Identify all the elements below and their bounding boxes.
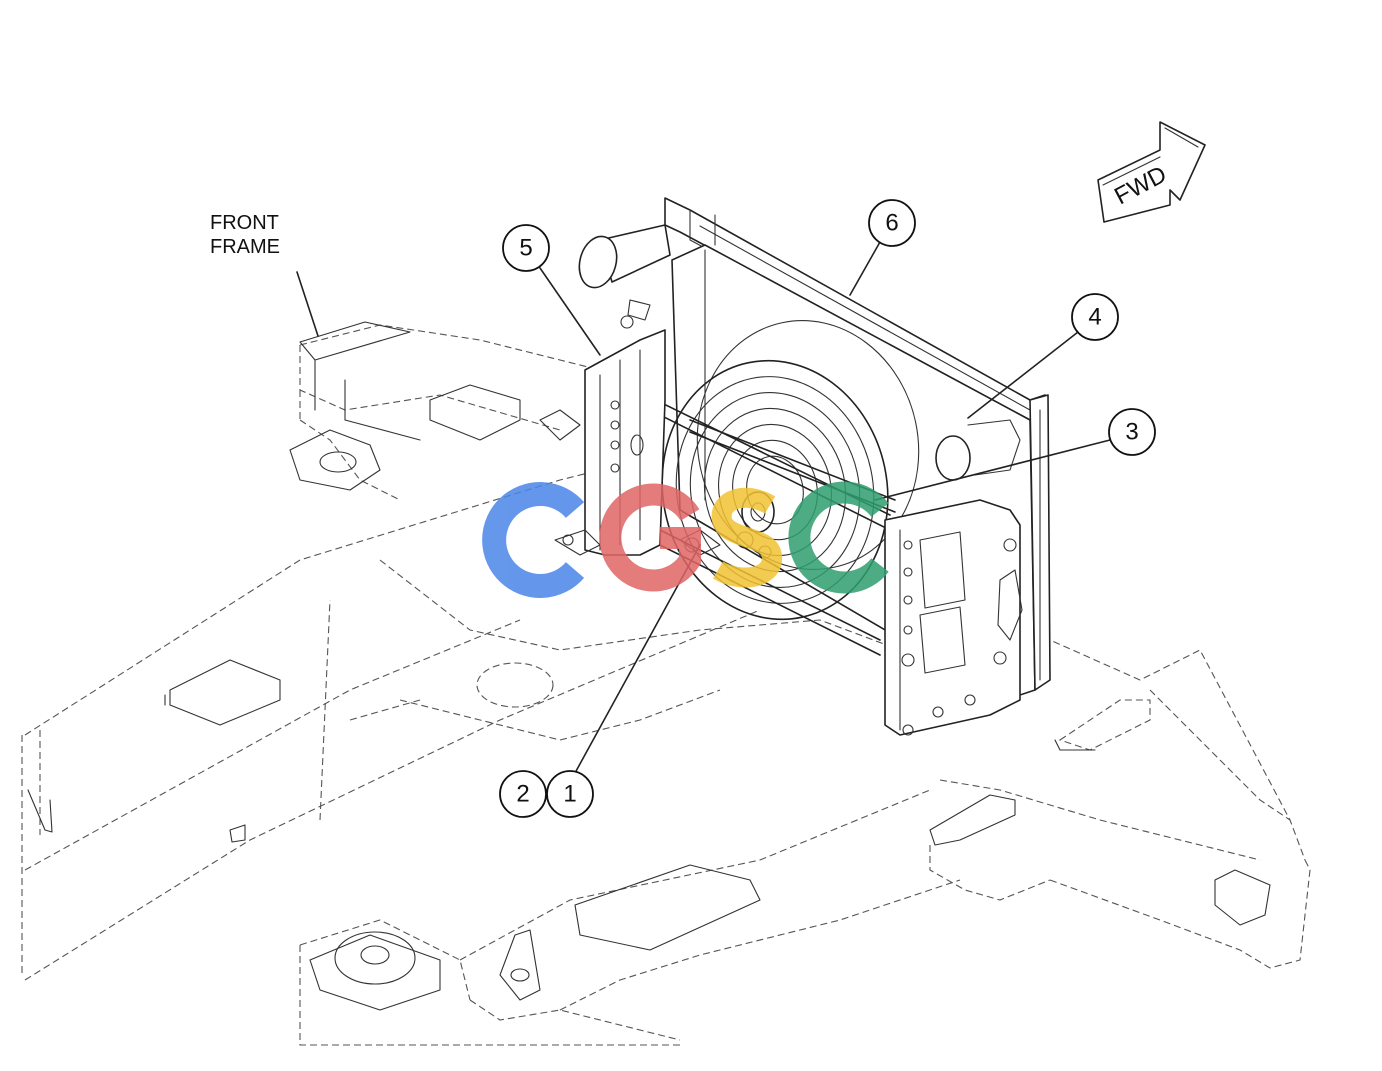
callout-2-number: 2 [516, 781, 529, 808]
cooler-assembly [554, 197, 1051, 736]
callout-1: 1 [546, 770, 594, 818]
callout-3-number: 3 [1125, 419, 1138, 446]
front-frame-label-line2: FRAME [210, 236, 280, 258]
front-frame-label-line1: FRONT [210, 212, 279, 234]
callout-6: 6 [868, 199, 916, 247]
callout-4-number: 4 [1088, 304, 1101, 331]
callouts: 5 6 4 3 2 1 [499, 199, 1156, 818]
watermark-s-yellow [711, 487, 782, 588]
callout-3: 3 [1108, 408, 1156, 456]
watermark-g-red [599, 483, 701, 592]
front-frame-label: FRONT FRAME [210, 212, 319, 337]
callout-5-number: 5 [519, 235, 532, 262]
callout-2: 2 [499, 770, 547, 818]
callout-4: 4 [1071, 293, 1119, 341]
watermark-c-blue [482, 482, 585, 598]
front-frame-drawing [21, 321, 1311, 1046]
callout-5: 5 [502, 224, 550, 272]
fwd-arrow: FWD [1097, 121, 1206, 223]
watermark-logo [482, 481, 889, 598]
callout-1-number: 1 [563, 781, 576, 808]
watermark-c-green [788, 481, 889, 594]
callout-6-number: 6 [885, 210, 898, 237]
